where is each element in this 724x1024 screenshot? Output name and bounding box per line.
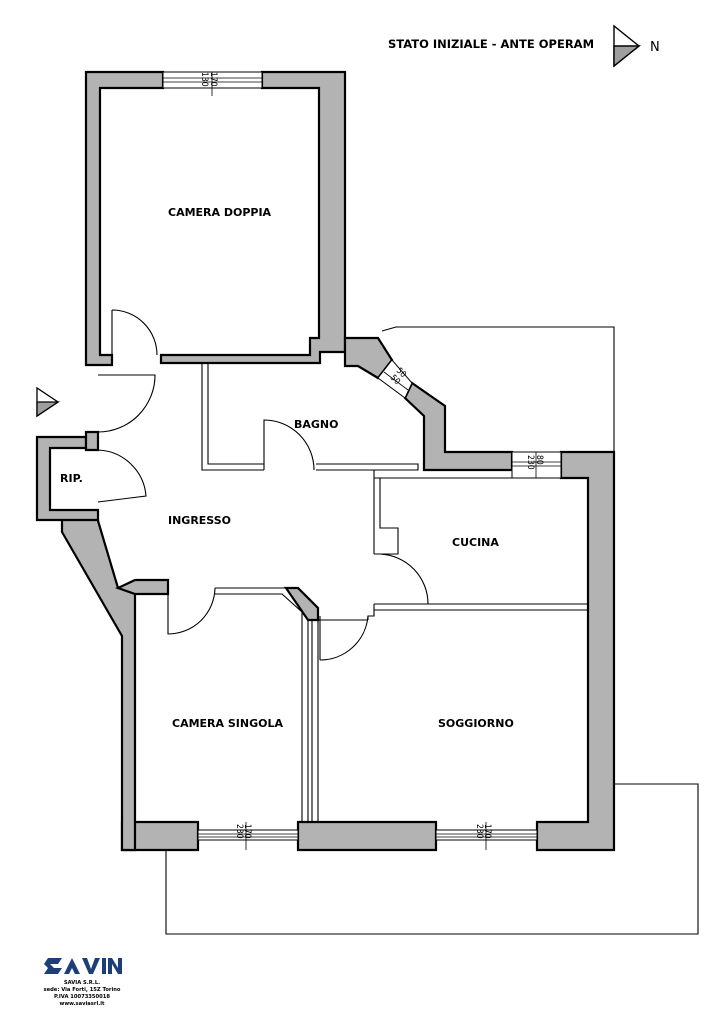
window-cucina-height: 230	[525, 455, 535, 470]
wall-soggiorno-west	[311, 620, 319, 822]
north-label: N	[650, 40, 660, 55]
terrace-outline-south	[165, 783, 699, 935]
room-label-camera-doppia: CAMERA DOPPIA	[168, 206, 272, 219]
door-entrance	[111, 309, 158, 365]
wall-cucina-south	[318, 603, 588, 621]
company-vat: P.IVA 10073350018	[54, 994, 110, 1000]
window-soggiorno-width: 170	[482, 824, 492, 839]
room-label-ingresso: INGRESSO	[168, 514, 231, 527]
entrance-arrow-icon	[36, 386, 61, 418]
wall-bagno-interior	[201, 362, 419, 471]
room-label-camera-singola: CAMERA SINGOLA	[172, 717, 283, 730]
window-soggiorno-height: 230	[474, 824, 484, 839]
wall-ingresso-pillar	[283, 586, 320, 622]
company-address: sede: Via Forti, 15Z Torino	[43, 987, 120, 993]
window-cucina-width: 80	[534, 455, 544, 465]
window-soggiorno	[435, 822, 538, 850]
doors	[97, 309, 429, 661]
company-name: SAVIA S.R.L.	[64, 980, 100, 986]
company-website: www.saviasrl.it	[60, 1001, 105, 1007]
window-camera-doppia-height: 130	[199, 72, 209, 87]
window-camera-singola	[197, 822, 299, 850]
wall-east	[535, 450, 616, 852]
company-logo	[44, 958, 122, 974]
walls	[35, 70, 616, 852]
window-cucina	[511, 451, 562, 479]
room-label-soggiorno: SOGGIORNO	[438, 717, 514, 730]
north-arrow-icon	[613, 24, 641, 68]
wall-soggiorno-south	[296, 820, 438, 852]
wall-camera-singola-top	[135, 587, 309, 822]
window-camera-singola-width: 170	[242, 824, 252, 839]
room-label-bagno: BAGNO	[294, 418, 338, 431]
window-camera-doppia	[162, 71, 263, 96]
wall-ripostiglio-door-jamb	[84, 430, 100, 452]
wall-ingresso-corner	[115, 578, 170, 596]
room-label-rip: RIP.	[60, 472, 83, 485]
window-camera-doppia-width: 170	[208, 72, 218, 87]
wall-west-diagonal	[60, 510, 137, 852]
door-bagno	[263, 419, 315, 471]
door-entrance-lower	[97, 374, 156, 433]
room-label-cucina: CUCINA	[452, 536, 499, 549]
wall-camera-doppia-left	[84, 70, 165, 367]
wall-cucina-north	[373, 470, 512, 479]
door-soggiorno	[319, 615, 369, 661]
door-cucina	[379, 553, 429, 605]
window-camera-singola-height: 230	[234, 824, 244, 839]
terrace-outline-north	[381, 326, 615, 452]
window-bagno	[377, 359, 413, 399]
wall-diagonal-bagno	[403, 381, 514, 472]
plan-title: STATO INIZIALE - ANTE OPERAM	[388, 37, 594, 51]
door-camera-singola	[167, 587, 216, 635]
wall-cucina-west	[373, 478, 399, 555]
door-ripostiglio	[97, 449, 147, 503]
